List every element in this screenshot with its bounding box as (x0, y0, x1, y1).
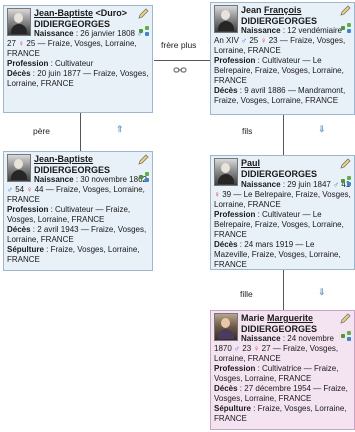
pencil-icon[interactable] (137, 8, 149, 20)
person-surname: DIDIERGEORGES (34, 19, 111, 29)
male-icon: ♂ (234, 344, 241, 353)
person-surname: DIDIERGEORGES (241, 16, 318, 26)
death-line: Décès : 20 juin 1877 — Fraize, Vosges, L… (7, 69, 149, 88)
family-tree-icon[interactable] (139, 172, 149, 182)
burial-line: Sépulture : Fraize, Vosges, Lorraine, FR… (7, 245, 140, 264)
family-tree-icon[interactable] (341, 23, 351, 33)
person-card-jean-baptiste[interactable]: Jean-Baptiste DIDIERGEORGES Naissance : … (3, 151, 153, 271)
daughter-connector (283, 270, 284, 310)
profession-line: Profession : Cultivateur — Le Belrepaire… (214, 210, 344, 239)
female-icon: ♀ (18, 39, 25, 48)
relation-label-father: père (33, 126, 51, 136)
pencil-icon[interactable] (339, 158, 351, 170)
death-line: Décès : 24 mars 1919 — Le Mazeville, Fra… (214, 240, 341, 269)
person-card-jean-francois[interactable]: Jean François DIDIERGEORGES Naissance : … (210, 2, 355, 115)
arrow-up-icon[interactable]: ⇑ (116, 124, 124, 134)
birth-line: Naissance : 12 vendémiaire An XIV ♂ 25 ♀… (214, 26, 346, 55)
portrait-photo (214, 313, 238, 341)
portrait-photo (7, 154, 31, 182)
birth-line: Naissance : 30 novembre 1862 ♂ 54 ♀ 44 —… (7, 175, 147, 204)
person-first-name[interactable]: Marie Marguerite (241, 313, 314, 323)
parent-connector (80, 113, 81, 151)
person-first-name[interactable]: Jean François (241, 5, 302, 15)
pencil-icon[interactable] (339, 5, 351, 17)
birth-line: Naissance : 26 janvier 1808 ♂ 27 ♀ 25 — … (7, 29, 144, 58)
person-first-name[interactable]: Jean-Baptiste <Duro> (34, 8, 128, 18)
death-line: Décès : 9 avril 1886 — Mandramont, Fraiz… (214, 86, 346, 105)
arrow-down-icon[interactable]: ⇓ (318, 124, 326, 134)
family-tree-icon[interactable] (139, 26, 149, 36)
death-line: Décès : 27 décembre 1954 — Fraize, Vosge… (214, 384, 348, 403)
arrow-down-icon[interactable]: ⇓ (318, 287, 326, 297)
person-name[interactable]: Paul DIDIERGEORGES (241, 158, 318, 179)
person-first-name[interactable]: Jean-Baptiste (34, 154, 94, 164)
sibling-connector (154, 60, 210, 61)
portrait-photo (214, 158, 238, 186)
family-tree-icon[interactable] (341, 331, 351, 341)
portrait-photo (214, 5, 238, 33)
male-icon: ♂ (137, 29, 144, 38)
male-icon: ♂ (241, 36, 248, 45)
relation-label-son: fils (242, 126, 253, 136)
death-line: Décès : 2 avril 1943 — Fraize, Vosges, L… (7, 225, 147, 244)
birth-line: Naissance : 29 juin 1847 ♂ 41 ♀ 39 — Le … (214, 180, 351, 209)
female-icon: ♀ (26, 185, 33, 194)
family-tree-icon[interactable] (341, 176, 351, 186)
relation-label-sibling: frère plus (161, 40, 197, 50)
profession-line: Profession : Cultivateur — Le Belrepaire… (214, 56, 344, 85)
pencil-icon[interactable] (339, 313, 351, 325)
person-surname: DIDIERGEORGES (241, 324, 318, 334)
profession-line: Profession : Cultivateur — Fraize, Vosge… (7, 205, 131, 224)
female-icon: ♀ (260, 36, 267, 45)
person-card-marie-marguerite[interactable]: Marie Marguerite DIDIERGEORGES Naissance… (210, 310, 355, 430)
portrait-photo (7, 8, 31, 36)
person-surname: DIDIERGEORGES (34, 165, 111, 175)
male-icon: ♂ (333, 180, 340, 189)
person-card-paul[interactable]: Paul DIDIERGEORGES Naissance : 29 juin 1… (210, 155, 355, 270)
birth-line: Naissance : 24 novembre 1870 ♂ 23 ♀ 27 —… (214, 334, 339, 363)
female-icon: ♀ (253, 344, 260, 353)
relation-label-daughter: fille (240, 289, 253, 299)
profession-line: Profession : Cultivatrice — Fraize, Vosg… (214, 364, 339, 383)
burial-line: Sépulture : Fraize, Vosges, Lorraine, FR… (214, 404, 347, 423)
female-icon: ♀ (214, 190, 220, 199)
pencil-icon[interactable] (137, 154, 149, 166)
son-connector-1 (283, 115, 284, 155)
male-icon: ♂ (7, 185, 13, 194)
person-card-jean-baptiste-duro[interactable]: Jean-Baptiste <Duro> DIDIERGEORGES Naiss… (3, 5, 153, 113)
profession-line: Profession : Cultivateur (7, 59, 94, 68)
link-icon[interactable] (173, 66, 187, 74)
